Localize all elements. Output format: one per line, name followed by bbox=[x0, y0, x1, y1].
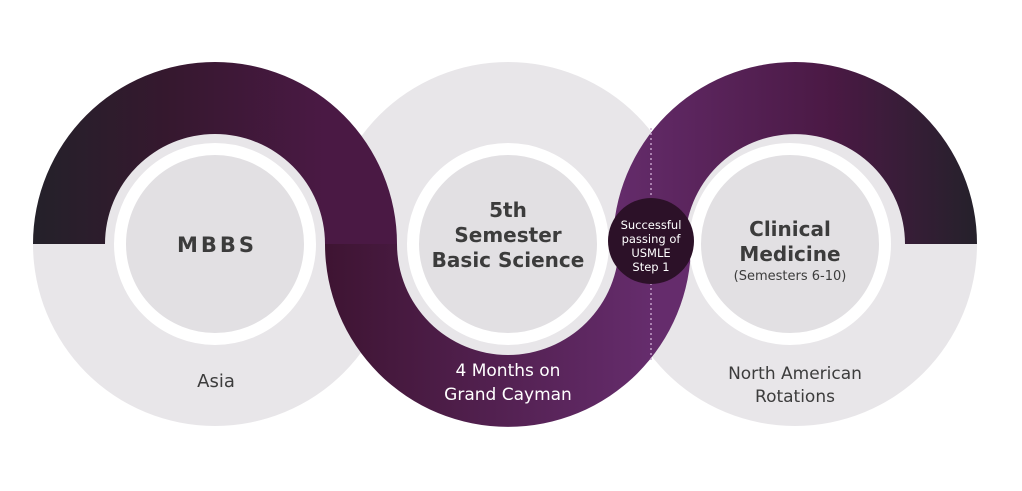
stage-circle-clinical bbox=[689, 143, 891, 345]
stage-title-mbbs: MBBS bbox=[177, 233, 257, 257]
stage-subtitle-semesters: (Semesters 6-10) bbox=[734, 269, 847, 284]
stage-caption-asia: Asia bbox=[197, 371, 235, 392]
stage-caption-north-american: North American bbox=[728, 364, 862, 384]
milestone-line-2: passing of bbox=[622, 232, 682, 246]
milestone-badge bbox=[608, 198, 694, 284]
stage-title-medicine: Medicine bbox=[739, 242, 840, 266]
stage-circle-mbbs bbox=[114, 143, 316, 345]
path-arc-middle-bottom bbox=[325, 244, 691, 427]
stage-caption-rotations: Rotations bbox=[755, 387, 835, 407]
stage-title-clinical: Clinical bbox=[749, 217, 831, 241]
path-arc-left-top bbox=[33, 62, 397, 244]
milestone-line-1: Successful bbox=[621, 218, 682, 232]
stage-caption-line-1: 4 Months on bbox=[456, 361, 561, 381]
stage-caption-line-2: Grand Cayman bbox=[444, 385, 572, 405]
stage-title-line-3: Basic Science bbox=[432, 248, 585, 272]
milestone-line-3: USMLE bbox=[631, 246, 670, 260]
path-arc-right-top bbox=[613, 62, 977, 244]
stage-title-line-2: Semester bbox=[454, 223, 561, 247]
milestone-line-4: Step 1 bbox=[632, 260, 669, 274]
stage-circle-basic-science bbox=[407, 143, 609, 345]
stage-title-line-1: 5th bbox=[489, 198, 527, 222]
